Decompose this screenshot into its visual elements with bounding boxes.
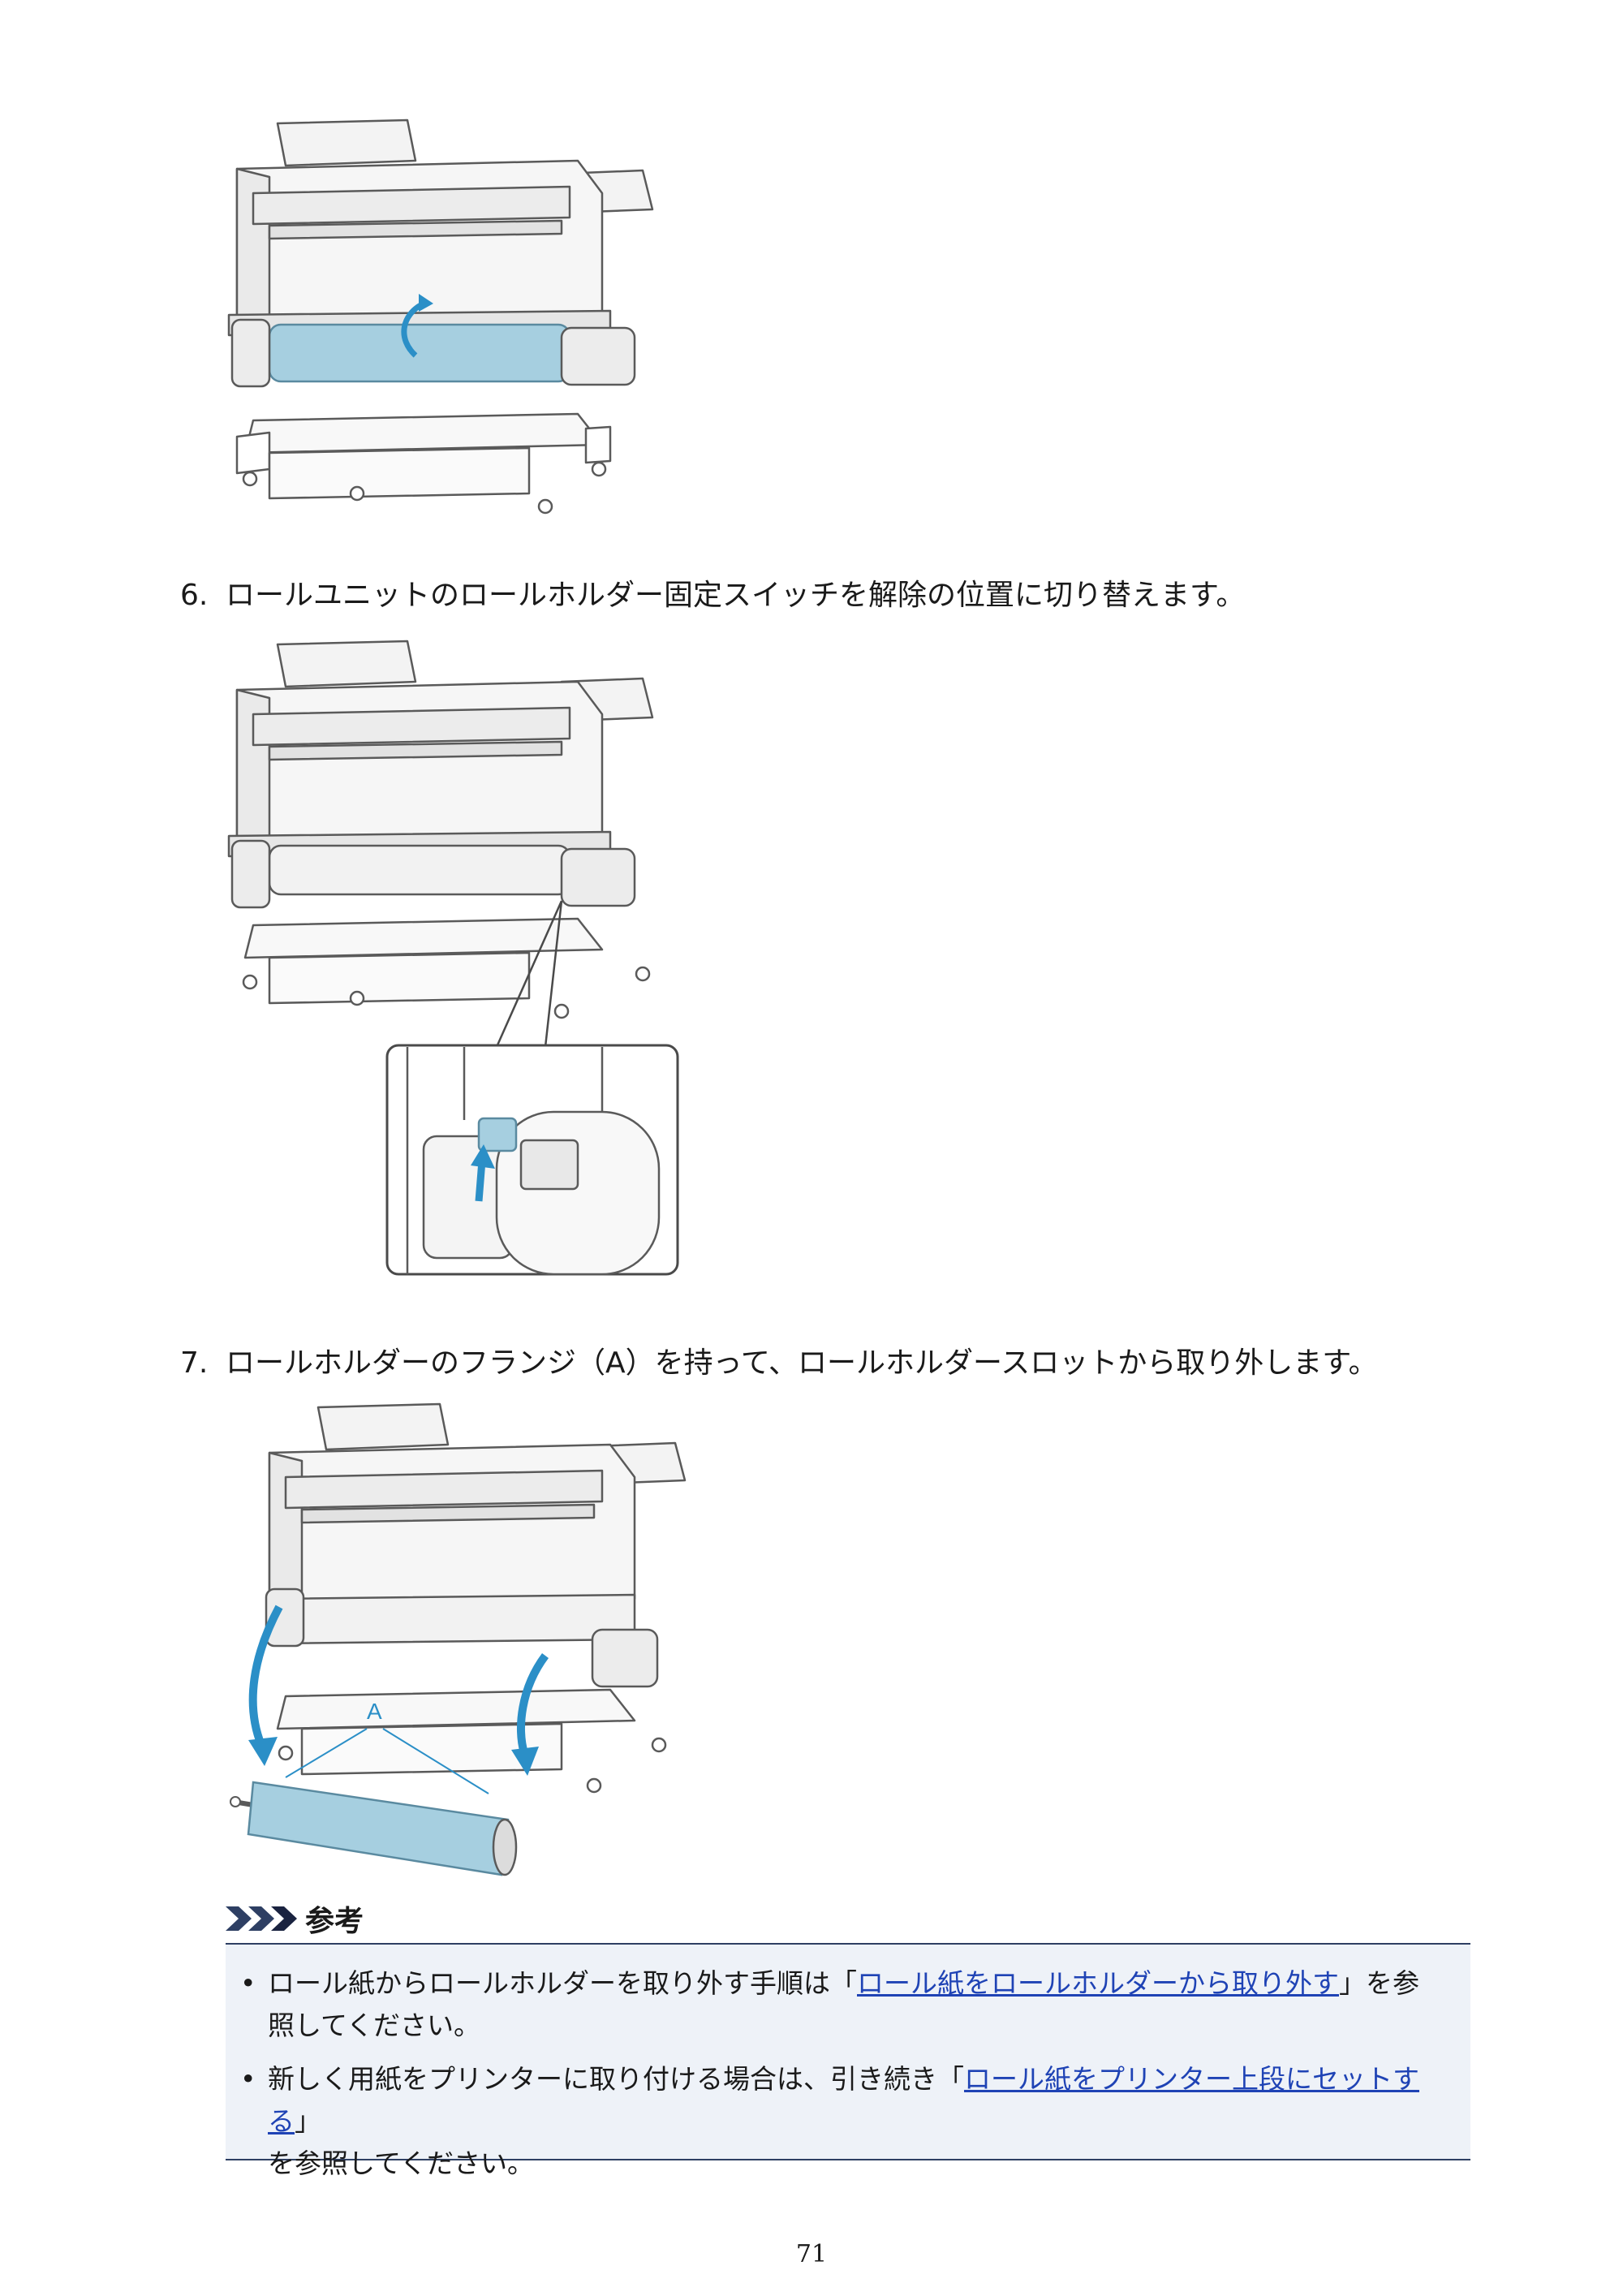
remove-arrow-right-icon: [517, 1653, 549, 1755]
roll-paper: [230, 318, 636, 388]
note-text: を参照してください。: [268, 2147, 535, 2179]
note-text: 」を参: [1339, 1967, 1419, 1999]
figure-printer-roll-rotate: [221, 112, 675, 518]
link-remove-roll-from-holder[interactable]: ロール紙をロールホルダーから取り外す: [857, 1967, 1339, 1999]
step-text: ロールホルダーのフランジ（A）を持って、ロールホルダースロットから取り外します。: [226, 1346, 1378, 1380]
note-title: 参考: [305, 1905, 364, 1938]
flange-label-a: A: [367, 1699, 382, 1724]
note-heading: 参考: [226, 1898, 364, 1940]
chevron-right-icon: [226, 1906, 300, 1931]
step-number: 7.: [180, 1346, 209, 1380]
step-6: 6. ロールユニットのロールホルダー固定スイッチを解除の位置に切り替えます。: [180, 576, 1245, 615]
figure-roll-holder-lock-switch: [221, 633, 691, 1282]
up-arrow-icon: [475, 1160, 486, 1202]
step-text: ロールユニットのロールホルダー固定スイッチを解除の位置に切り替えます。: [226, 579, 1246, 612]
remove-arrow-left-icon: [248, 1605, 283, 1747]
rotate-arrow-icon: [401, 300, 425, 358]
note-text: 新しく用紙をプリンターに取り付ける場合は、引き続き「: [268, 2063, 964, 2095]
bullet-icon: •: [240, 2063, 256, 2095]
note-item: • ロール紙からロールホルダーを取り外す手順は「ロール紙をロールホルダーから取り…: [240, 1962, 1436, 2047]
note-text: 」: [295, 2105, 321, 2137]
roll-holder: [230, 1781, 518, 1876]
page-number: 71: [795, 2240, 828, 2268]
zoom-detail: [385, 1044, 679, 1276]
note-text: ロール紙からロールホルダーを取り外す手順は「: [268, 1967, 857, 1999]
note-box: • ロール紙からロールホルダーを取り外す手順は「ロール紙をロールホルダーから取り…: [226, 1943, 1470, 2179]
figure-remove-roll-holder: A: [221, 1396, 708, 1883]
step-number: 6.: [180, 579, 209, 612]
note-text: 照してください。: [268, 2010, 481, 2041]
step-7: 7. ロールホルダーのフランジ（A）を持って、ロールホルダースロットから取り外しま…: [180, 1344, 1378, 1383]
note-item: • 新しく用紙をプリンターに取り付ける場合は、引き続き「ロール紙をプリンター上段…: [240, 2058, 1436, 2185]
link-load-roll-upper[interactable]: ロール紙をプリンター上段にセットする: [268, 2063, 1419, 2137]
bullet-icon: •: [240, 1967, 256, 1999]
lock-switch: [477, 1117, 518, 1152]
